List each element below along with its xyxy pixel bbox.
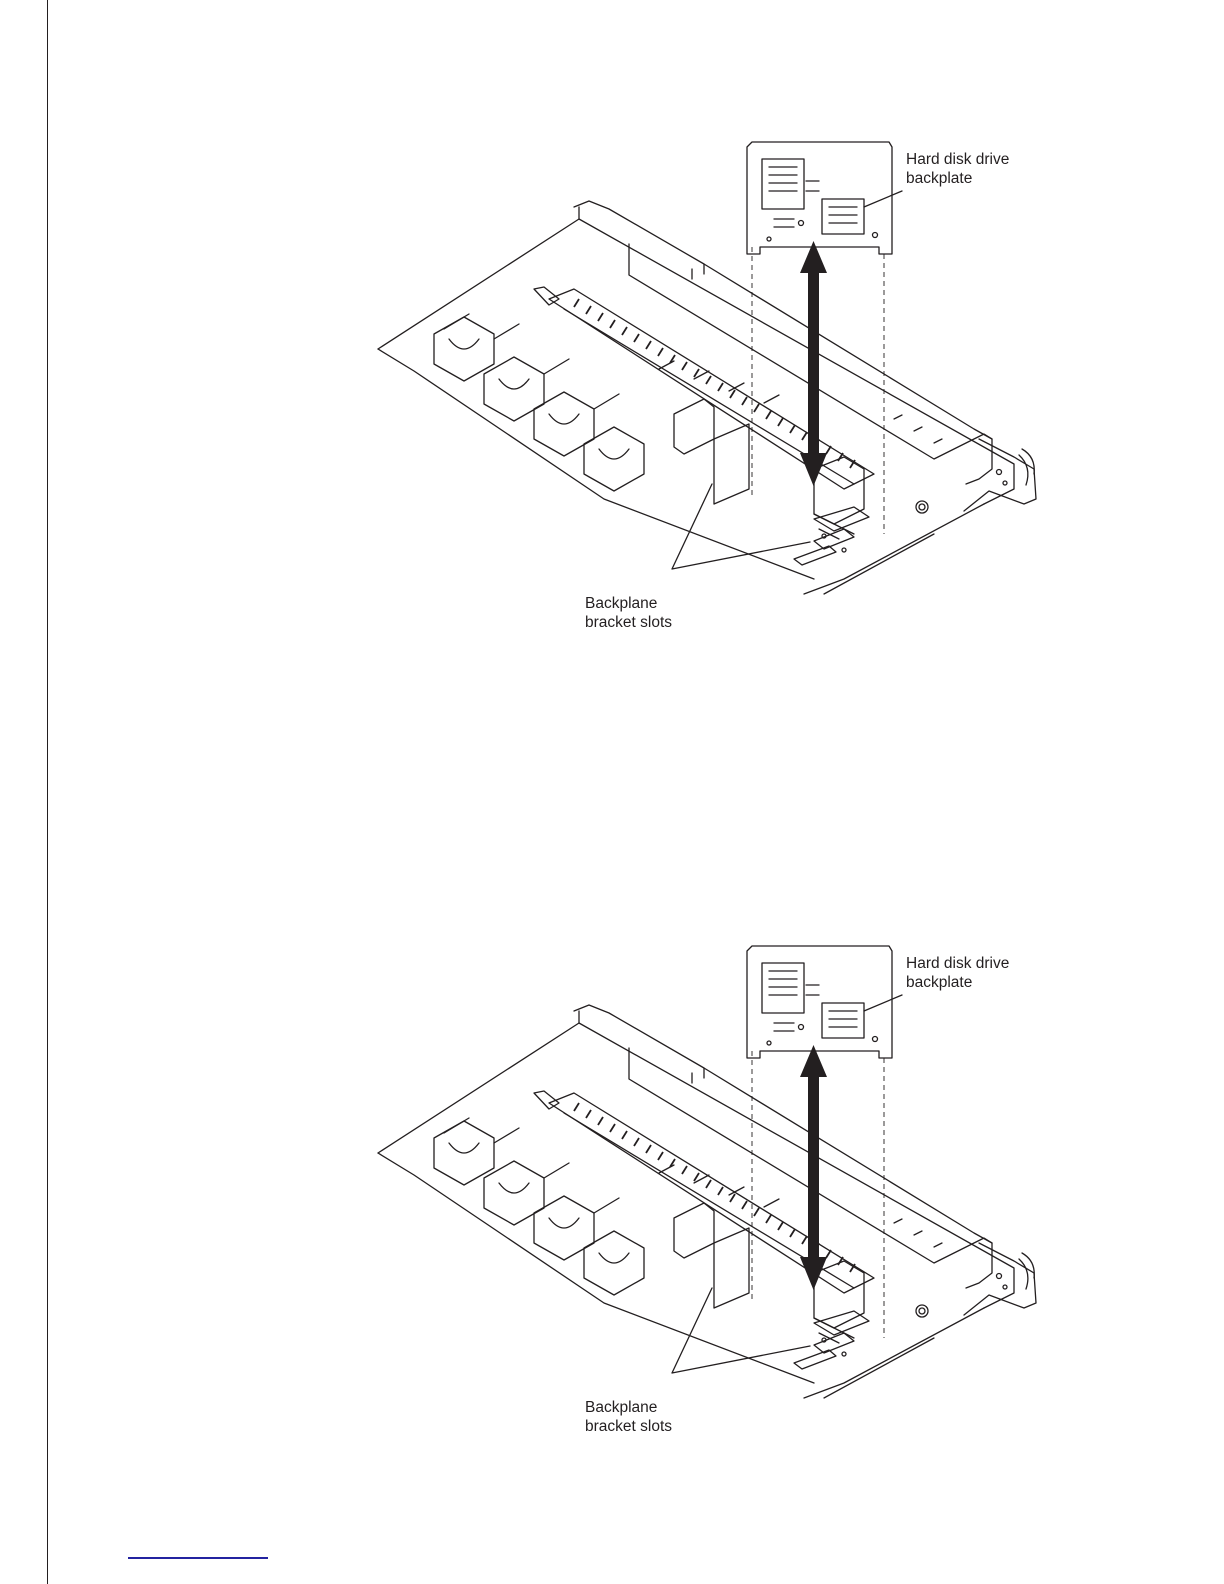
backplate-removal-figure: Hard disk drive backplate Backplane brac…	[374, 139, 1054, 699]
callout-hard-disk-drive-backplate: Hard disk drive backplate	[906, 954, 1009, 992]
callout-backplane-bracket-slots: Backplane bracket slots	[585, 1398, 672, 1436]
callout-hard-disk-drive-backplate: Hard disk drive backplate	[906, 150, 1009, 188]
server-chassis-illustration	[374, 943, 1054, 1503]
callout-backplane-bracket-slots: Backplane bracket slots	[585, 594, 672, 632]
footer-link-rule	[128, 1557, 268, 1559]
server-chassis-illustration	[374, 139, 1054, 699]
backplate-installation-figure: Hard disk drive backplate Backplane brac…	[374, 943, 1054, 1503]
left-margin-rule	[47, 0, 48, 1584]
